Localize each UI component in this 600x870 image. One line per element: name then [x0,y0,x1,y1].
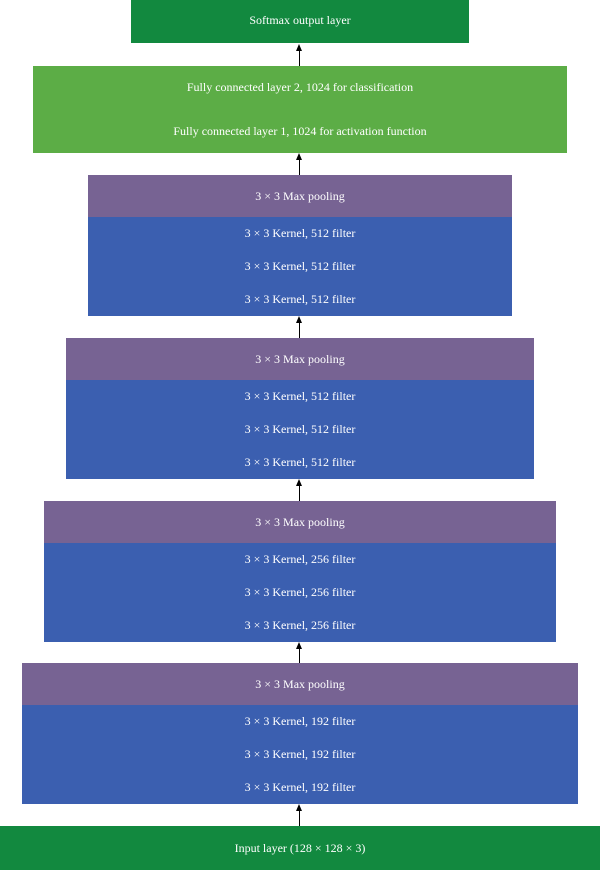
arrow-block3-to-block2 [296,479,302,501]
max-pooling-layer: 3 × 3 Max pooling [66,338,534,380]
arrow-block2-to-block1 [296,316,302,338]
arrow-block1-to-fc [296,153,302,175]
fully-connected-block: Fully connected layer 2, 1024 for classi… [33,66,567,153]
max-pooling-layer: 3 × 3 Max pooling [22,663,578,705]
conv-layer: 3 × 3 Kernel, 256 filter [244,618,356,632]
softmax-output-label: Softmax output layer [249,13,351,27]
conv-layer: 3 × 3 Kernel, 192 filter [244,714,356,728]
max-pooling-layer: 3 × 3 Max pooling [88,175,512,217]
conv-layer: 3 × 3 Kernel, 512 filter [244,455,356,469]
conv-stack: 3 × 3 Kernel, 512 filter 3 × 3 Kernel, 5… [66,380,534,479]
conv-stack: 3 × 3 Kernel, 512 filter 3 × 3 Kernel, 5… [88,217,512,316]
conv-block-3: 3 × 3 Max pooling 3 × 3 Kernel, 256 filt… [44,501,556,642]
conv-layer: 3 × 3 Kernel, 512 filter [244,259,356,273]
conv-layer: 3 × 3 Kernel, 192 filter [244,747,356,761]
arrow-fc-to-output [296,44,302,66]
conv-block-1: 3 × 3 Max pooling 3 × 3 Kernel, 512 filt… [88,175,512,316]
arrow-block4-to-block3 [296,642,302,663]
conv-layer: 3 × 3 Kernel, 512 filter [244,226,356,240]
fc1-label: Fully connected layer 1, 1024 for activa… [173,124,427,138]
arrow-input-to-block4 [296,804,302,826]
conv-layer: 3 × 3 Kernel, 512 filter [244,389,356,403]
max-pooling-layer: 3 × 3 Max pooling [44,501,556,543]
conv-layer: 3 × 3 Kernel, 512 filter [244,422,356,436]
conv-layer: 3 × 3 Kernel, 256 filter [244,552,356,566]
conv-block-4: 3 × 3 Max pooling 3 × 3 Kernel, 192 filt… [22,663,578,804]
conv-layer: 3 × 3 Kernel, 512 filter [244,292,356,306]
fc2-label: Fully connected layer 2, 1024 for classi… [186,80,414,94]
conv-stack: 3 × 3 Kernel, 256 filter 3 × 3 Kernel, 2… [44,543,556,642]
input-layer-label: Input layer (128 × 128 × 3) [234,841,366,855]
conv-stack: 3 × 3 Kernel, 192 filter 3 × 3 Kernel, 1… [22,705,578,804]
conv-block-2: 3 × 3 Max pooling 3 × 3 Kernel, 512 filt… [66,338,534,479]
input-layer: Input layer (128 × 128 × 3) [0,826,600,870]
softmax-output-layer: Softmax output layer [131,0,469,43]
conv-layer: 3 × 3 Kernel, 192 filter [244,780,356,794]
conv-layer: 3 × 3 Kernel, 256 filter [244,585,356,599]
